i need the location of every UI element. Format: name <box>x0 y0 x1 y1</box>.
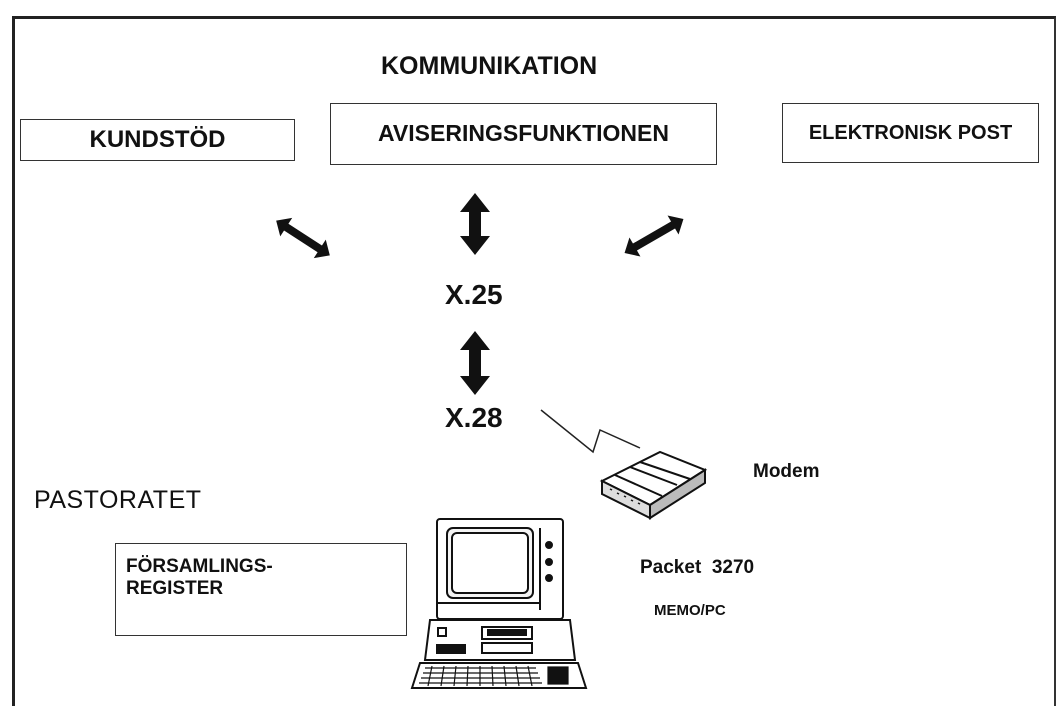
kundstod-box: KUNDSTÖD <box>20 119 295 161</box>
arrow-kundstod-x25 <box>276 217 330 259</box>
arrow-aviser-x25 <box>460 193 490 255</box>
modem-link-line <box>540 409 641 454</box>
forsamlingsregister-box: FÖRSAMLINGS- REGISTER <box>115 543 407 636</box>
modem-icon <box>599 450 708 520</box>
arrow-elektronisk-x25 <box>624 215 684 257</box>
elektronisk-post-label: ELEKTRONISK POST <box>808 121 1013 144</box>
x28-node: X.28 <box>445 402 503 433</box>
memo-pc-label: MEMO/PC <box>654 602 726 619</box>
aviseringsfunktionen-label: AVISERINGSFUNKTIONEN <box>378 120 669 146</box>
pastoratet-label: PASTORATET <box>34 486 202 514</box>
kundstod-label: KUNDSTÖD <box>89 126 226 153</box>
forsamlingsregister-line1: FÖRSAMLINGS- <box>126 556 273 577</box>
elektronisk-post-box: ELEKTRONISK POST <box>782 103 1039 163</box>
aviseringsfunktionen-box: AVISERINGSFUNKTIONEN <box>330 103 717 165</box>
forsamlingsregister-line2: REGISTER <box>126 578 224 599</box>
diagram-frame <box>12 16 1056 706</box>
arrow-x25-x28 <box>460 331 490 395</box>
x25-node: X.25 <box>445 279 503 310</box>
computer-icon <box>410 518 588 689</box>
diagram-title: KOMMUNIKATION <box>381 52 598 80</box>
modem-label: Modem <box>753 461 820 482</box>
packet-label: Packet 3270 <box>640 557 755 578</box>
